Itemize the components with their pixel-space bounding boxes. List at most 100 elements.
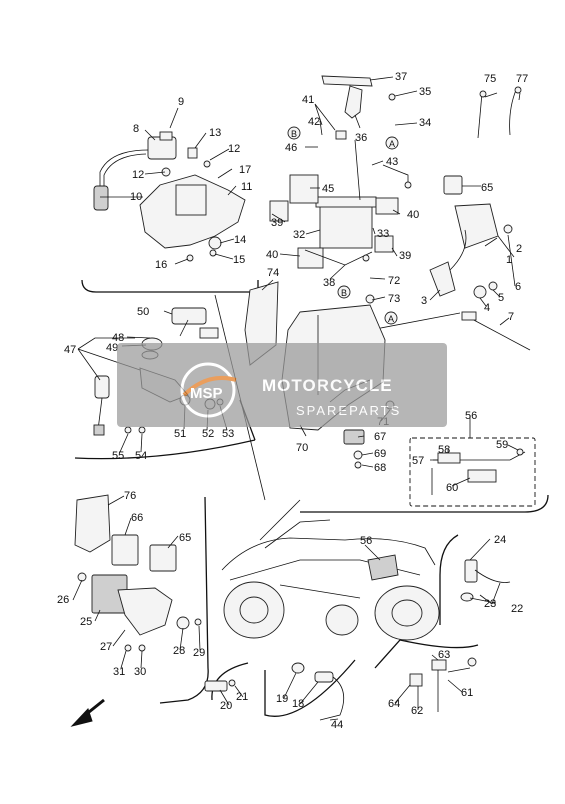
label-15: 15 xyxy=(233,254,245,266)
regulator-assembly xyxy=(74,494,202,652)
label-47: 47 xyxy=(64,344,76,356)
label-11: 11 xyxy=(241,181,252,193)
label-63: 63 xyxy=(438,649,450,661)
label-69: 69 xyxy=(374,448,386,460)
label-37: 37 xyxy=(395,71,407,83)
label-5: 5 xyxy=(498,292,504,304)
front-direction-arrow xyxy=(70,698,105,727)
label-57: 57 xyxy=(412,455,424,467)
label-60: 60 xyxy=(446,482,458,494)
ref-mark-a-lower: A xyxy=(388,314,394,324)
label-75: 75 xyxy=(484,73,496,85)
label-6: 6 xyxy=(515,281,521,293)
label-68: 68 xyxy=(374,462,386,474)
label-3: 3 xyxy=(421,295,427,307)
label-49: 49 xyxy=(106,342,118,354)
watermark: MSP MOTORCYCLE SPAREPARTS xyxy=(117,343,447,427)
label-62: 62 xyxy=(411,705,423,717)
label-66: 66 xyxy=(131,512,143,524)
watermark-subtitle: SPAREPARTS xyxy=(296,403,401,418)
label-2: 2 xyxy=(516,243,522,255)
label-76: 76 xyxy=(124,490,136,502)
label-23: 23 xyxy=(484,598,496,610)
label-22: 22 xyxy=(511,603,523,615)
label-4: 4 xyxy=(484,302,490,314)
label-65b: 65 xyxy=(179,532,191,544)
label-38: 38 xyxy=(323,277,335,289)
label-44: 44 xyxy=(331,719,343,731)
label-40b: 40 xyxy=(266,249,278,261)
section-separators xyxy=(74,279,549,717)
label-41: 41 xyxy=(302,94,314,106)
label-52: 52 xyxy=(202,428,214,440)
label-39b: 39 xyxy=(399,250,411,262)
label-67: 67 xyxy=(374,431,386,443)
label-28: 28 xyxy=(173,645,185,657)
battery-assembly xyxy=(269,75,412,304)
watermark-title: MOTORCYCLE xyxy=(262,376,393,395)
part-labels: 1 2 3 4 5 6 7 8 9 10 11 12 12 13 14 15 1… xyxy=(57,71,528,731)
relay-and-wiring xyxy=(369,86,531,351)
ref-mark-b-lower: B xyxy=(341,288,347,298)
label-29: 29 xyxy=(193,647,205,659)
label-53: 53 xyxy=(222,428,234,440)
label-32: 32 xyxy=(293,229,305,241)
label-26: 26 xyxy=(57,594,69,606)
label-12b: 12 xyxy=(228,143,240,155)
label-34: 34 xyxy=(419,117,431,129)
label-40a: 40 xyxy=(407,209,419,221)
label-35: 35 xyxy=(419,86,431,98)
label-56b: 56 xyxy=(360,535,372,547)
ref-mark-a-upper: A xyxy=(389,139,395,149)
label-24: 24 xyxy=(494,534,506,546)
label-33: 33 xyxy=(377,228,389,240)
label-58: 58 xyxy=(438,444,450,456)
label-36: 36 xyxy=(355,132,367,144)
label-48: 48 xyxy=(112,332,124,344)
label-46: 46 xyxy=(285,142,297,154)
label-9: 9 xyxy=(178,96,184,108)
harness-detail xyxy=(430,448,526,495)
label-1: 1 xyxy=(506,254,512,266)
bottom-sensors xyxy=(204,559,511,721)
label-7: 7 xyxy=(508,311,514,323)
label-43: 43 xyxy=(386,156,398,168)
watermark-logo-text: MSP xyxy=(190,385,223,402)
label-51: 51 xyxy=(174,428,186,440)
watermark-logo: MSP xyxy=(180,362,237,418)
label-19: 19 xyxy=(276,693,288,705)
label-12a: 12 xyxy=(132,169,144,181)
label-17: 17 xyxy=(239,164,251,176)
label-50: 50 xyxy=(137,306,149,318)
label-18: 18 xyxy=(292,698,304,710)
label-21: 21 xyxy=(236,691,248,703)
ref-marks: B A B A xyxy=(287,126,399,325)
label-39a: 39 xyxy=(271,217,283,229)
label-65a: 65 xyxy=(481,182,493,194)
label-16: 16 xyxy=(155,259,167,271)
label-30: 30 xyxy=(134,666,146,678)
label-72: 72 xyxy=(388,275,400,287)
label-74: 74 xyxy=(267,267,279,279)
label-55: 55 xyxy=(112,450,124,462)
label-20: 20 xyxy=(220,700,232,712)
label-64: 64 xyxy=(388,698,400,710)
label-70: 70 xyxy=(296,442,308,454)
ignition-coil-assembly xyxy=(93,131,246,262)
label-25: 25 xyxy=(80,616,92,628)
label-14: 14 xyxy=(234,234,246,246)
label-77: 77 xyxy=(516,73,528,85)
label-56a: 56 xyxy=(465,410,477,422)
label-59: 59 xyxy=(496,439,508,451)
label-13: 13 xyxy=(209,127,221,139)
label-45: 45 xyxy=(322,183,334,195)
label-27: 27 xyxy=(100,641,112,653)
label-73: 73 xyxy=(388,293,400,305)
label-42: 42 xyxy=(308,116,320,128)
label-61: 61 xyxy=(461,687,473,699)
label-54: 54 xyxy=(135,450,147,462)
atv-silhouette xyxy=(221,519,440,641)
label-10: 10 xyxy=(130,191,142,203)
label-8: 8 xyxy=(133,123,139,135)
